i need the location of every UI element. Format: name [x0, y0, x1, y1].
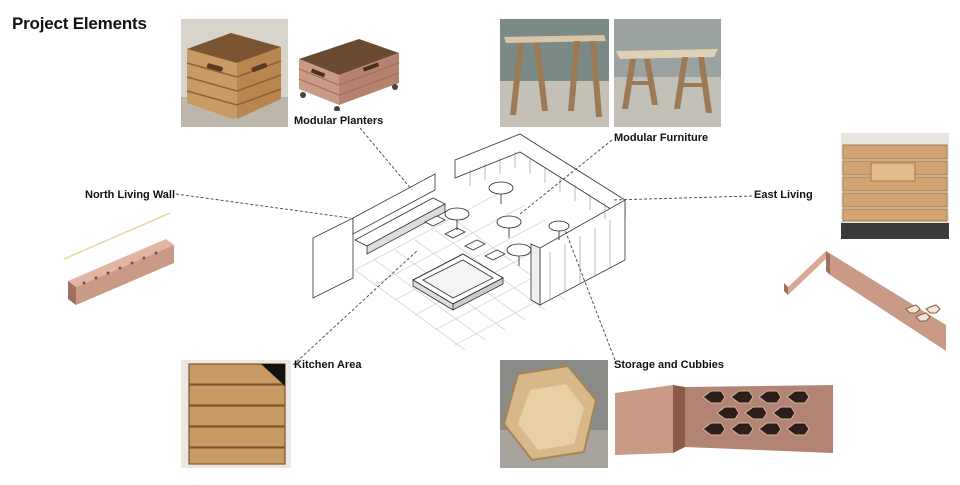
leader-north-living-wall — [175, 193, 351, 219]
furniture-photo — [500, 19, 609, 127]
label-east-living: East Living — [754, 189, 813, 201]
planter-photo — [181, 19, 288, 127]
cubbies-render — [613, 383, 835, 456]
label-modular-planters: Modular Planters — [294, 115, 384, 127]
label-storage-and-cubbies: Storage and Cubbies — [614, 359, 725, 371]
east-living-photo — [841, 133, 949, 239]
east-wall-render — [782, 247, 950, 353]
label-modular-furniture: Modular Furniture — [614, 132, 709, 144]
kitchen-photo — [181, 360, 291, 468]
label-kitchen-area: Kitchen Area — [294, 359, 362, 371]
leader-modular-furniture — [519, 139, 613, 215]
leader-east-living — [611, 195, 753, 201]
label-north-living-wall: North Living Wall — [85, 189, 176, 201]
furniture-photo-2 — [614, 19, 721, 127]
leader-storage-and-cubbies — [564, 229, 616, 361]
leader-kitchen-area — [292, 249, 419, 366]
north-living-wall-render — [62, 205, 177, 310]
storage-photo — [500, 360, 608, 468]
isometric-floor-plan — [305, 130, 640, 355]
page-title: Project Elements — [12, 14, 147, 33]
planter-render — [291, 19, 404, 111]
leader-modular-planters — [359, 127, 413, 191]
